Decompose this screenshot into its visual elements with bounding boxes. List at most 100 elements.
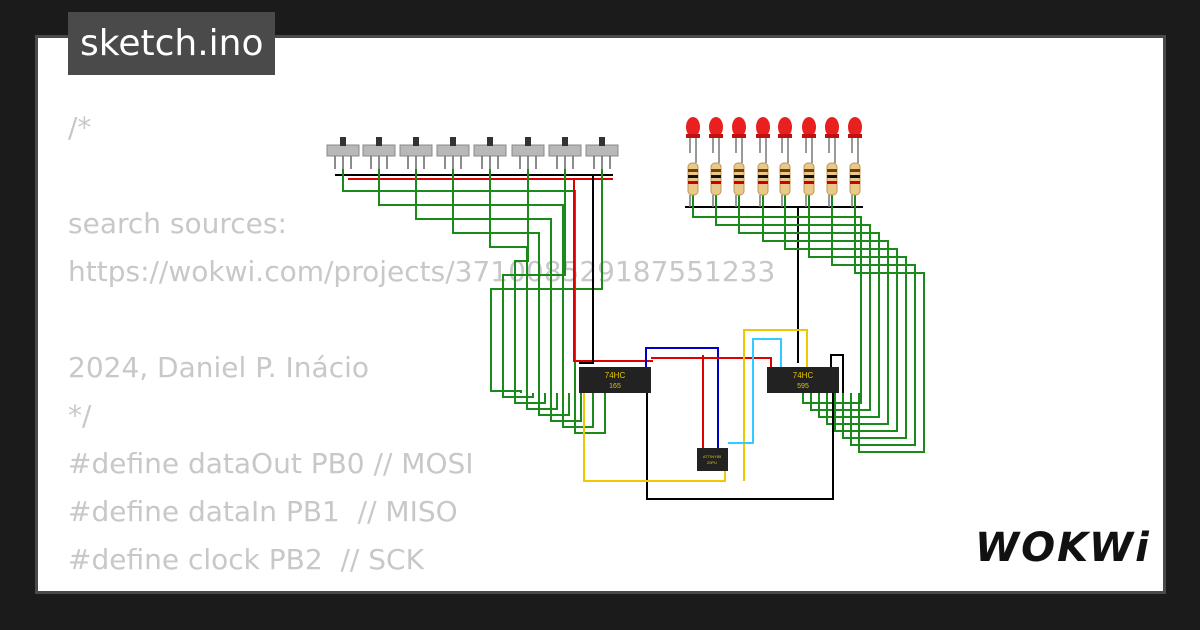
preview-frame: /* search sources: https://wokwi.com/proje…: [35, 35, 1166, 594]
resistor: [826, 162, 838, 196]
slide-switch: [473, 144, 507, 157]
wire: [490, 169, 603, 393]
wire: [715, 195, 871, 411]
resistor-band: [827, 169, 837, 172]
code-line: #define dataOut PB0 // MOSI: [68, 447, 474, 480]
chip-label-line2: 165: [609, 383, 621, 390]
led: [802, 117, 816, 137]
resistor-band: [850, 181, 860, 184]
chip-label-line2: 595: [797, 383, 809, 390]
chip-body: [697, 448, 728, 471]
code-line: https://wokwi.com/projects/3710085291875…: [68, 255, 776, 288]
led: [686, 117, 700, 137]
code-line: #define clock PB2 // SCK: [68, 543, 424, 576]
chip-label-line2: 20PU: [707, 460, 717, 465]
resistor-band: [827, 181, 837, 184]
code-line: #define dataIn PB1 // MISO: [68, 495, 458, 528]
resistor-band: [804, 169, 814, 172]
resistor-band: [688, 169, 698, 172]
resistor-band: [734, 169, 744, 172]
chip-body: [579, 367, 651, 393]
wire: [808, 195, 907, 439]
wire: [583, 393, 726, 482]
wire: [743, 329, 808, 481]
resistor-band: [758, 175, 768, 178]
resistor-band: [804, 175, 814, 178]
led-base: [686, 134, 700, 138]
wire: [728, 338, 782, 444]
resistor-band: [780, 175, 790, 178]
resistor-band: [688, 181, 698, 184]
resistor: [849, 162, 861, 196]
resistor: [710, 162, 722, 196]
slide-switches: [326, 137, 619, 169]
led: [848, 117, 862, 137]
wire: [579, 175, 594, 364]
resistor-band: [780, 181, 790, 184]
wire: [651, 357, 772, 367]
slide-switch: [436, 144, 470, 157]
chip-attiny85: ATTINY85 20PU: [697, 448, 728, 471]
code-line: */: [68, 399, 92, 432]
wokwi-logo: WOKWi: [975, 525, 1151, 571]
chip-74hc595: 74HC 595: [767, 367, 839, 393]
slide-switch: [511, 144, 545, 157]
wires: [335, 169, 925, 500]
file-tab[interactable]: sketch.ino: [68, 12, 276, 75]
resistor-band: [734, 175, 744, 178]
resistor-band: [758, 181, 768, 184]
switch-knob: [413, 137, 419, 146]
resistor-band: [711, 169, 721, 172]
slide-switch: [585, 144, 619, 157]
led-base: [848, 134, 862, 138]
code-preview: /* search sources: https://wokwi.com/proje…: [68, 104, 776, 591]
wire: [646, 393, 834, 500]
wire: [573, 179, 653, 362]
wire: [514, 169, 546, 404]
led: [709, 117, 723, 137]
led: [756, 117, 770, 137]
wire: [378, 169, 594, 428]
led-base: [825, 134, 839, 138]
led-base: [778, 134, 792, 138]
chip-label-line1: 74HC: [605, 371, 626, 380]
slide-switch: [326, 144, 360, 157]
led: [732, 117, 746, 137]
led-base: [802, 134, 816, 138]
led: [825, 117, 839, 137]
switch-knob: [376, 137, 382, 146]
switch-knob: [487, 137, 493, 146]
resistor-band: [711, 175, 721, 178]
switch-knob: [340, 137, 346, 146]
wire: [762, 195, 889, 425]
led-base: [732, 134, 746, 138]
slide-switch: [399, 144, 433, 157]
wire: [784, 195, 898, 432]
chip-74hc165: 74HC 165: [579, 367, 651, 393]
switch-knob: [450, 137, 456, 146]
chip-body: [767, 367, 839, 393]
resistor-band: [804, 181, 814, 184]
resistor: [779, 162, 791, 196]
slide-switch: [362, 144, 396, 157]
resistor: [803, 162, 815, 196]
resistor-band: [780, 169, 790, 172]
wire: [502, 169, 566, 398]
wire: [692, 195, 862, 404]
wire: [452, 169, 570, 416]
switch-knob: [562, 137, 568, 146]
resistor-band: [827, 175, 837, 178]
leds: [686, 117, 862, 207]
wire: [415, 169, 582, 422]
resistor-band: [758, 169, 768, 172]
code-line: /*: [68, 111, 92, 144]
circuit-diagram: 74HC 165 74HC 595 ATTINY85 20PU: [326, 117, 925, 500]
resistor: [687, 162, 699, 196]
resistor-band: [734, 181, 744, 184]
code-line: search sources:: [68, 207, 287, 240]
led: [778, 117, 792, 137]
slide-switch: [548, 144, 582, 157]
switch-knob: [599, 137, 605, 146]
wire: [645, 347, 719, 448]
led-base: [756, 134, 770, 138]
